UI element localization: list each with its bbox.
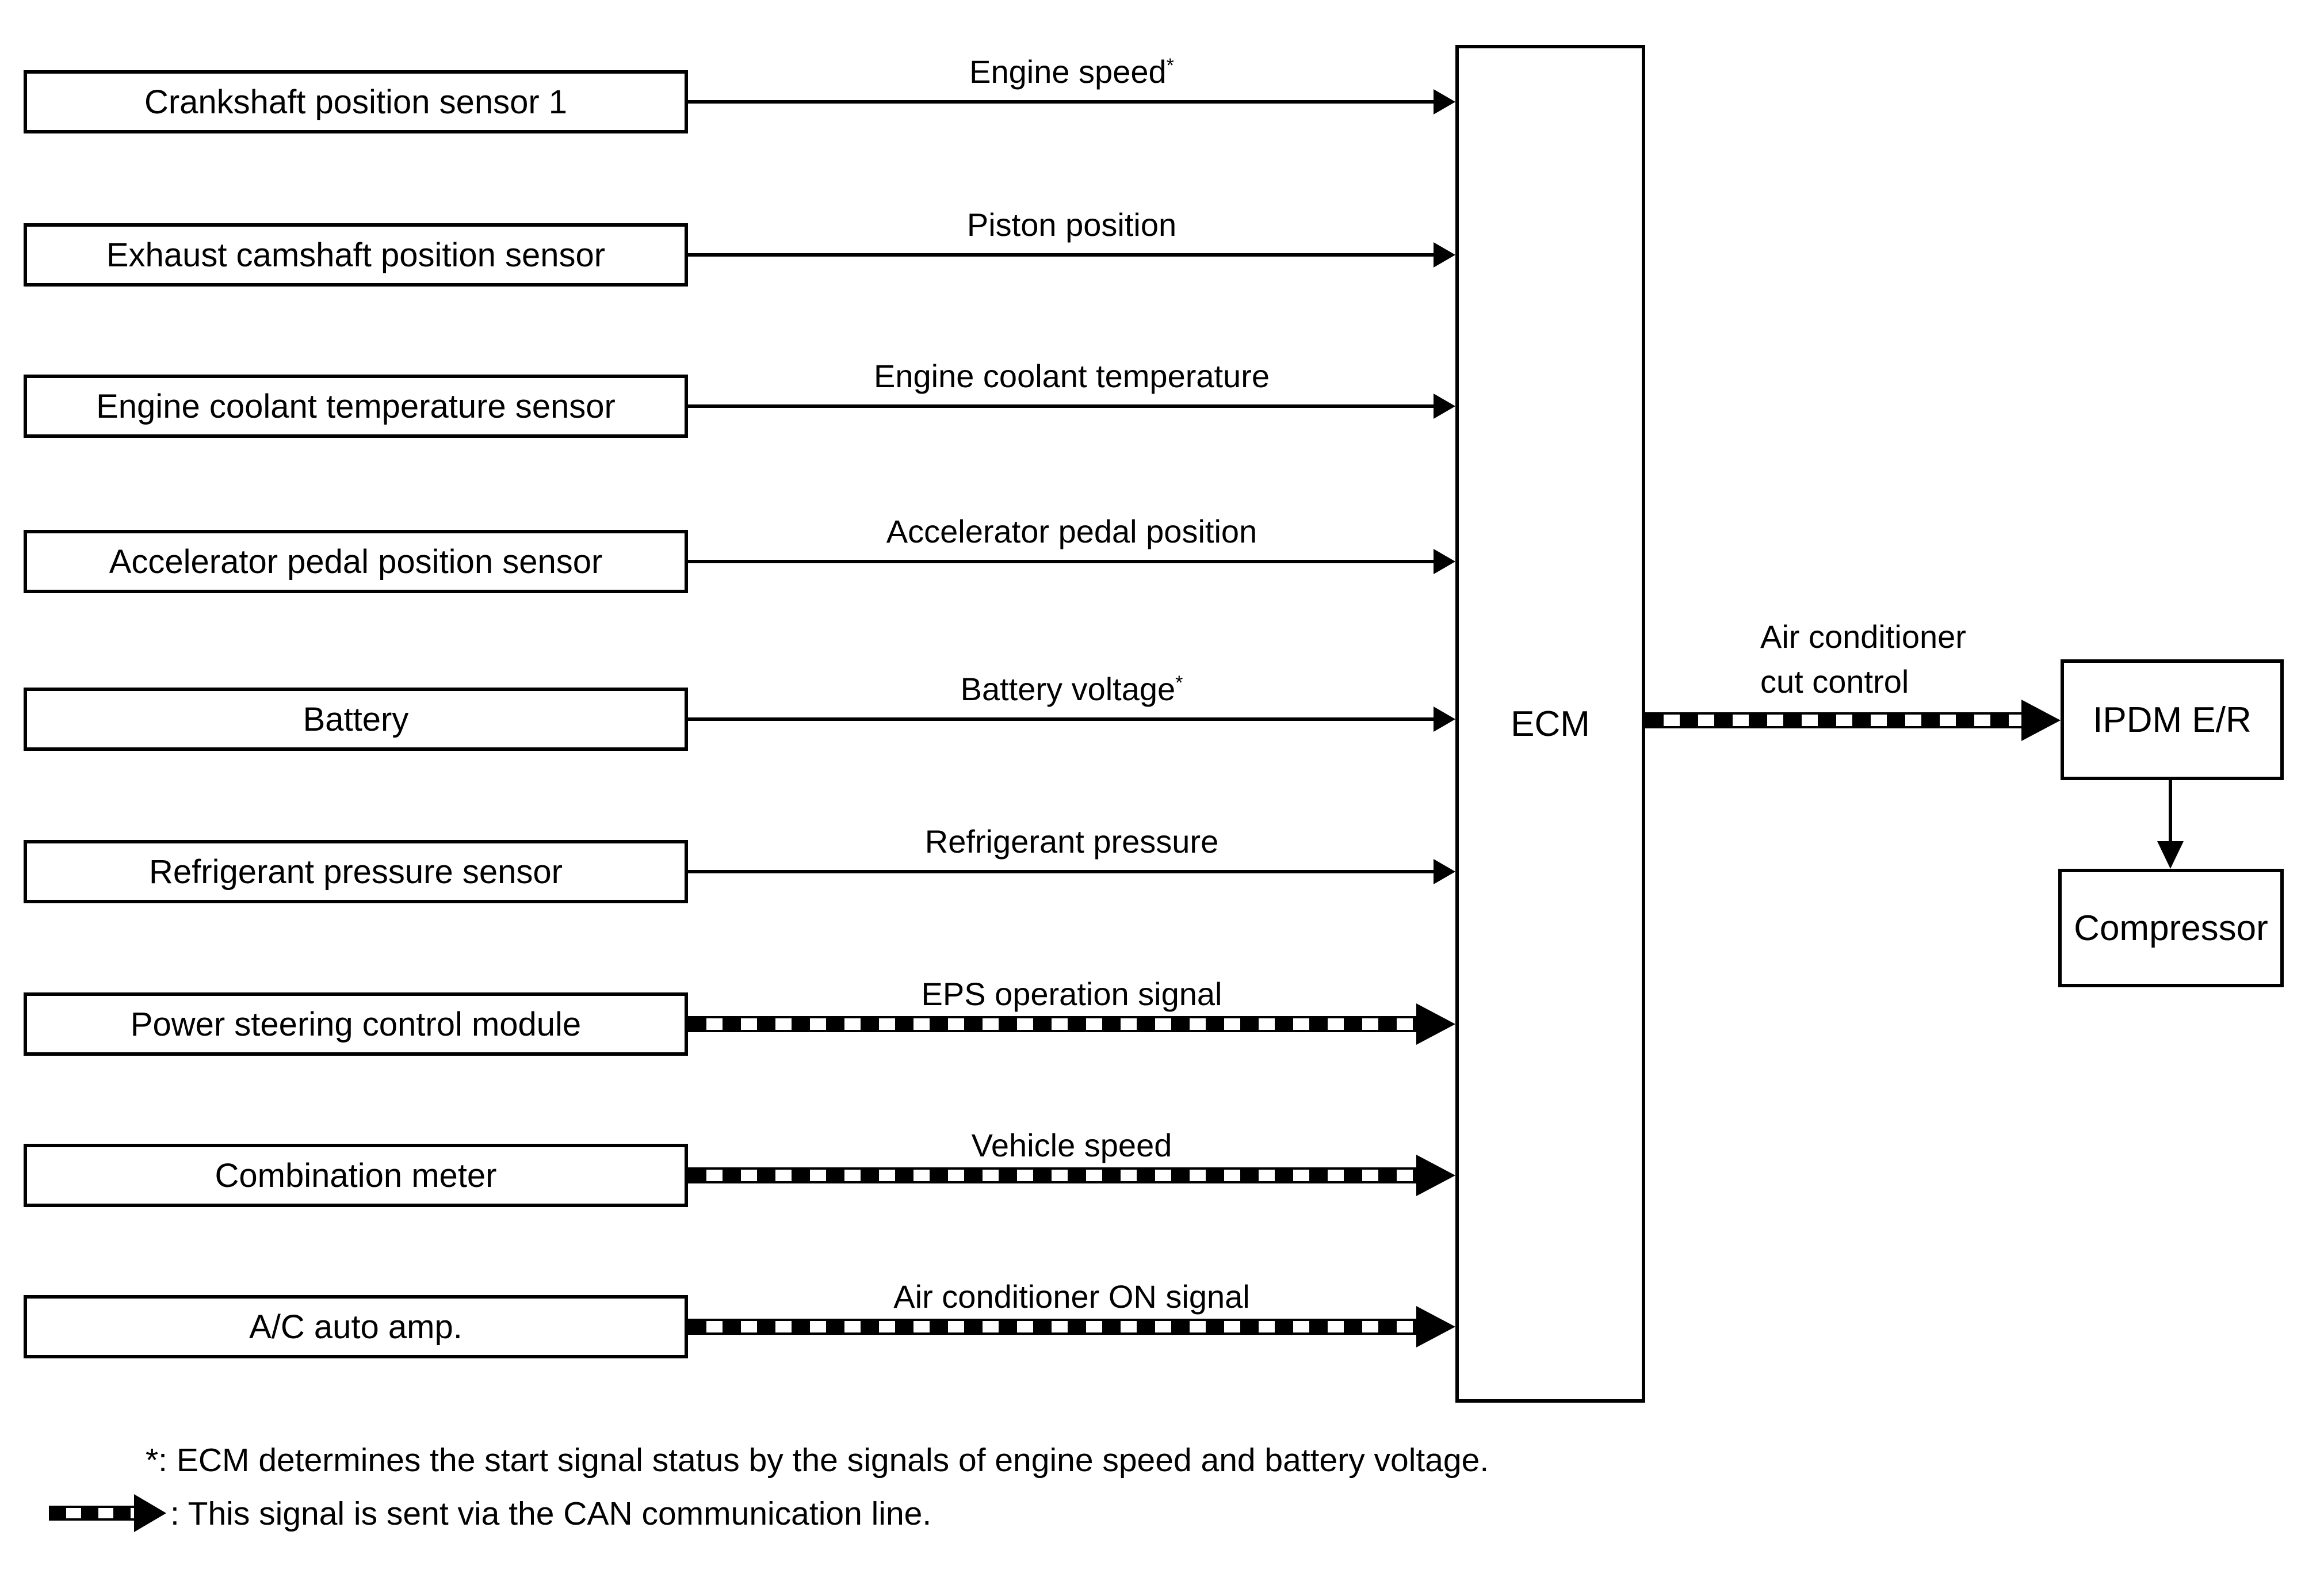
can-arrowhead-icon (1416, 1003, 1455, 1045)
can-legend-arrow-icon (49, 1506, 134, 1521)
source-box-label: Power steering control module (130, 1005, 582, 1043)
compressor-label: Compressor (2074, 908, 2268, 948)
ipdm-er-label: IPDM E/R (2093, 700, 2252, 740)
can-arrow-line (688, 1167, 1416, 1183)
source-box-accelerator-pedal-position-sensor: Accelerator pedal position sensor (24, 530, 688, 593)
signal-label: Accelerator pedal position (886, 513, 1257, 549)
signal-arrow-line (688, 870, 1434, 873)
can-arrowhead-icon (2021, 700, 2061, 741)
ecm-box: ECM (1455, 45, 1645, 1403)
compressor-box: Compressor (2058, 869, 2284, 987)
ipdm-er-box: IPDM E/R (2061, 659, 2284, 780)
signal-label: EPS operation signal (921, 976, 1222, 1012)
arrowhead-icon (1434, 394, 1455, 419)
source-box-label: Refrigerant pressure sensor (149, 853, 563, 891)
arrowhead-icon (1434, 89, 1455, 114)
can-arrowhead-icon (1416, 1306, 1455, 1347)
source-box-label: Exhaust camshaft position sensor (106, 236, 606, 274)
source-box-refrigerant-pressure-sensor: Refrigerant pressure sensor (24, 840, 688, 903)
source-box-label: Engine coolant temperature sensor (96, 387, 616, 425)
signal-label: Engine speed* (969, 54, 1174, 90)
signal-arrow-line (688, 100, 1434, 104)
can-arrowhead-icon (1416, 1155, 1455, 1196)
can-legend-arrowhead-icon (134, 1494, 166, 1532)
source-box-label: Crankshaft position sensor 1 (144, 83, 568, 121)
signal-arrow-line (688, 560, 1434, 563)
can-arrow-line (1645, 712, 2021, 728)
connector-line (2169, 780, 2172, 841)
source-box-label: A/C auto amp. (249, 1308, 462, 1346)
source-box-ac-auto-amp: A/C auto amp. (24, 1295, 688, 1358)
source-box-engine-coolant-temperature-sensor: Engine coolant temperature sensor (24, 375, 688, 438)
signal-label: Battery voltage* (960, 671, 1183, 707)
arrowhead-icon (1434, 549, 1455, 574)
source-box-battery: Battery (24, 688, 688, 751)
signal-arrow-line (688, 404, 1434, 408)
arrowhead-icon (1434, 707, 1455, 732)
signal-label: Refrigerant pressure (924, 823, 1219, 860)
ecm-label: ECM (1511, 704, 1590, 744)
signal-label: Vehicle speed (971, 1127, 1172, 1163)
source-box-exhaust-camshaft-position-sensor: Exhaust camshaft position sensor (24, 223, 688, 287)
signal-arrow-line (688, 253, 1434, 257)
signal-label: Piston position (966, 207, 1177, 243)
can-arrow-line (688, 1016, 1416, 1032)
source-box-label: Battery (303, 700, 409, 738)
arrowhead-icon (1434, 859, 1455, 884)
signal-arrow-line (688, 717, 1434, 721)
source-box-combination-meter: Combination meter (24, 1144, 688, 1207)
arrowhead-down-icon (2157, 841, 2184, 869)
can-arrow-line (688, 1319, 1416, 1335)
source-box-crankshaft-position-sensor: Crankshaft position sensor 1 (24, 70, 688, 133)
arrowhead-icon (1434, 242, 1455, 268)
signal-label: Engine coolant temperature (874, 358, 1270, 394)
air-conditioner-cut-control-label: Air conditioner cut control (1760, 618, 1966, 700)
source-box-label: Combination meter (215, 1156, 497, 1194)
signal-label: Air conditioner ON signal (893, 1278, 1250, 1315)
source-box-label: Accelerator pedal position sensor (109, 543, 603, 581)
footnote-can-legend: : This signal is sent via the CAN commun… (170, 1495, 932, 1532)
footnote-asterisk: *: ECM determines the start signal statu… (146, 1442, 1489, 1479)
source-box-power-steering-control-module: Power steering control module (24, 992, 688, 1056)
